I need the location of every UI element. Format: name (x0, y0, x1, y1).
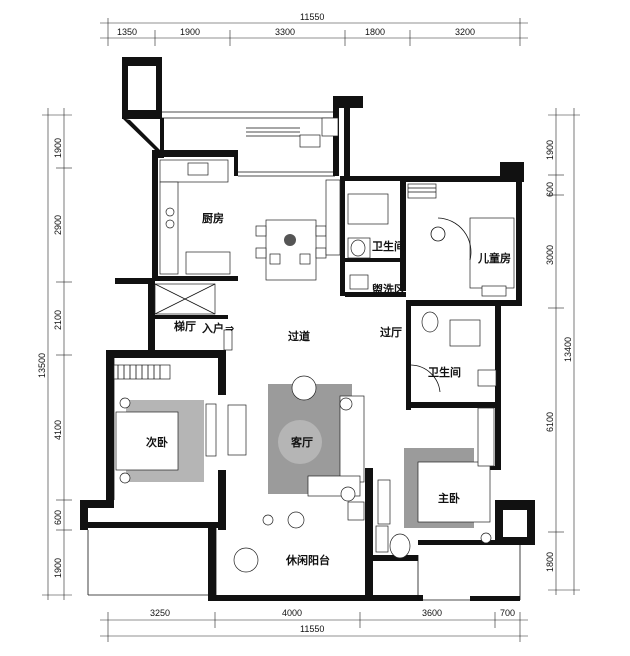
bottom-dimension-chain: 3250 4000 3600 700 11550 (100, 608, 528, 642)
living-room-furniture (268, 375, 365, 502)
label-bathroom-mid: 卫生间 (428, 365, 461, 379)
label-bathroom-top: 卫生间 (372, 239, 405, 253)
label-corridor: 过道 (288, 329, 310, 343)
master-bedroom-furniture (347, 407, 495, 559)
kids-room-fixtures (407, 183, 515, 297)
room-labels: 厨房 卫生间 儿童房 盥洗区 梯厅 入户 ⇒ 过道 过厅 卫生间 次卧 客厅 主… (146, 211, 511, 567)
right-dimension-chain: 1900 600 3000 13400 6100 1800 (545, 108, 580, 595)
left-total-dimension: 13500 (37, 353, 47, 378)
label-second-bedroom: 次卧 (146, 435, 168, 449)
top-dimension-1: 1350 (117, 27, 137, 37)
bottom-total-dimension: 11550 (300, 624, 324, 634)
entrance-arrow-icon: ⇒ (225, 322, 234, 335)
label-laundry: 盥洗区 (372, 282, 405, 296)
top-dimension-5: 3200 (455, 27, 475, 37)
bottom-dimension-3: 3600 (422, 608, 442, 618)
label-kitchen: 厨房 (202, 211, 224, 225)
bathroom-top-fixtures (325, 179, 389, 290)
bottom-dimension-4: 700 (500, 608, 515, 618)
left-dimension-chain: 13500 1900 2900 2100 4100 600 1900 (37, 108, 72, 600)
right-dimension-4: 6100 (545, 412, 555, 432)
bottom-dimension-2: 4000 (282, 608, 302, 618)
right-dimension-5: 1800 (545, 552, 555, 572)
balcony-furniture (233, 511, 305, 573)
right-dimension-3: 3000 (545, 245, 555, 265)
label-kids-room: 儿童房 (477, 251, 511, 265)
left-dimension-2: 2900 (53, 215, 63, 235)
top-dimension-chain: 11550 1350 1900 3300 1800 3200 (100, 12, 528, 46)
label-balcony: 休闲阳台 (285, 553, 330, 567)
right-total-dimension: 13400 (563, 337, 573, 362)
left-dimension-5: 600 (53, 510, 63, 525)
right-dimension-1: 1900 (545, 140, 555, 160)
right-dimension-2: 600 (545, 182, 555, 197)
top-total-dimension: 11550 (300, 12, 324, 22)
left-dimension-6: 1900 (53, 558, 63, 578)
label-entrance: 入户 (202, 321, 224, 335)
storage-cabinets (154, 283, 233, 351)
top-dimension-2: 1900 (180, 27, 200, 37)
dining-table (255, 219, 327, 281)
top-dimension-3: 3300 (275, 27, 295, 37)
window-lines (87, 111, 521, 601)
second-bedroom-furniture (113, 364, 247, 484)
label-master-bedroom: 主卧 (438, 491, 460, 505)
label-living-room: 客厅 (290, 435, 313, 449)
walls (80, 57, 535, 601)
bottom-dimension-1: 3250 (150, 608, 170, 618)
balcony-racks (246, 117, 339, 148)
top-dimension-4: 1800 (365, 27, 385, 37)
left-dimension-1: 1900 (53, 138, 63, 158)
label-hallway: 过厅 (380, 325, 402, 339)
bathroom-mid-fixtures (410, 311, 497, 393)
kitchen-fixtures (159, 159, 231, 275)
left-dimension-3: 2100 (53, 310, 63, 330)
label-stair-hall: 梯厅 (174, 319, 196, 333)
left-dimension-4: 4100 (53, 420, 63, 440)
